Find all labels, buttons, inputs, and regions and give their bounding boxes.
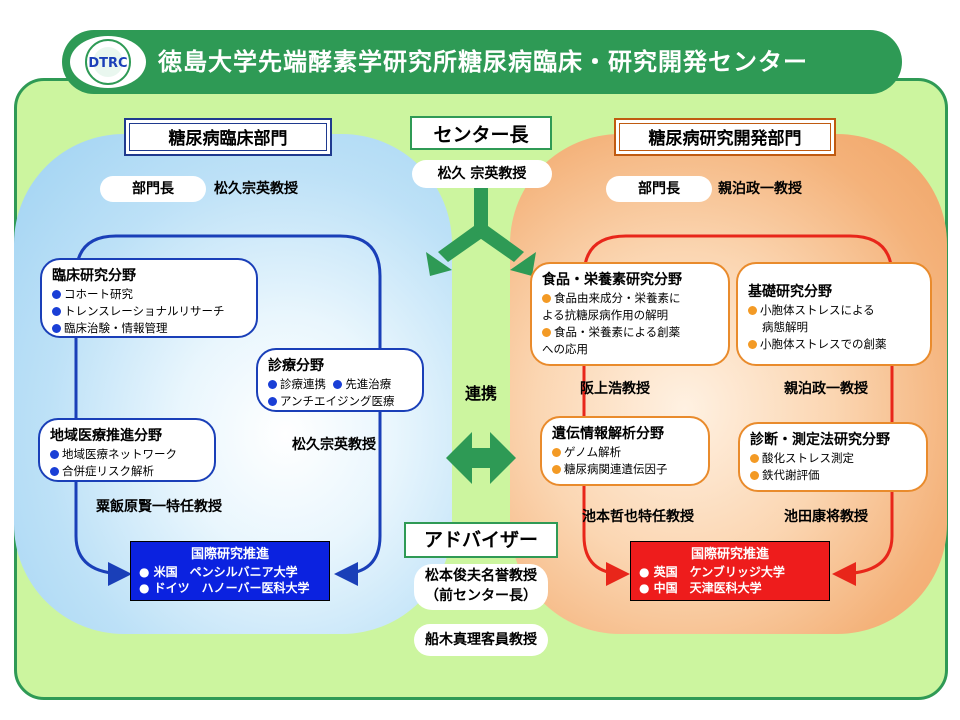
advisor-funaki: 船木真理客員教授 [414, 624, 548, 656]
basic-research-section: 基礎研究分野 小胞体ストレスによる 病態解明 小胞体ストレスでの創薬 [736, 262, 932, 366]
research-flow-right [626, 234, 894, 586]
advisor-title: アドバイザー [404, 522, 558, 558]
list-item: 小胞体ストレスでの創薬 [748, 336, 920, 353]
bullet-icon [333, 380, 343, 389]
clinical-department-title: 糖尿病臨床部門 [124, 118, 332, 156]
intl-title: 国際研究推進 [690, 547, 769, 562]
bullet-icon [750, 454, 759, 463]
bullet-icon [552, 465, 561, 474]
bullet-icon [542, 294, 551, 303]
section-title: 基礎研究分野 [748, 284, 832, 300]
list-item: 食品由来成分・栄養素に [542, 290, 718, 307]
clinical-head-label: 部門長 [100, 176, 206, 202]
section-title: 診療分野 [268, 358, 324, 374]
list-item: ● 米国 ペンシルバニア大学 [139, 565, 298, 579]
section-title: 臨床研究分野 [52, 268, 136, 284]
list-item: ゲノム解析 [552, 444, 698, 461]
list-item: アンチエイジング医療 [268, 393, 412, 410]
clinical-care-professor: 松久宗英教授 [292, 437, 376, 453]
center-arrow [426, 186, 536, 276]
food-nutrition-section: 食品・栄養素研究分野 食品由来成分・栄養素に よる抗糖尿病作用の解明 食品・栄養… [530, 262, 730, 366]
section-title: 食品・栄養素研究分野 [542, 272, 682, 288]
research-flow-loop [582, 234, 630, 586]
list-item: 小胞体ストレスによる [748, 302, 920, 319]
bullet-icon [268, 380, 277, 389]
dtrc-logo: DTRC [70, 36, 146, 88]
clinical-head-name: 松久宗英教授 [214, 181, 298, 197]
research-international-box: 国際研究推進 ● 英国 ケンブリッジ大学 ● 中国 天津医科大学 [630, 541, 830, 601]
research-head-label: 部門長 [606, 176, 712, 202]
clinical-care-section: 診療分野 診療連携 先進治療 アンチエイジング医療 [256, 348, 424, 412]
list-item: 診療連携 先進治療 [268, 376, 412, 393]
basic-research-professor: 親泊政一教授 [784, 381, 868, 397]
list-item: 臨床治験・情報管理 [52, 320, 246, 337]
genetics-professor: 池本哲也特任教授 [582, 509, 694, 525]
bullet-icon [552, 448, 561, 457]
bullet-icon [50, 467, 59, 476]
bullet-icon [542, 328, 551, 337]
bullet-icon [52, 307, 61, 316]
cooperation-arrow [446, 432, 516, 484]
bullet-icon [268, 397, 277, 406]
director-title: センター長 [410, 116, 552, 150]
title-banner [62, 30, 902, 94]
list-item: 合併症リスク解析 [50, 463, 204, 480]
list-item: 病態解明 [762, 320, 808, 334]
bullet-icon [50, 450, 59, 459]
section-title: 地域医療推進分野 [50, 428, 162, 444]
bullet-icon [52, 324, 61, 333]
genetics-section: 遺伝情報解析分野 ゲノム解析 糖尿病関連遺伝因子 [540, 416, 710, 486]
director-name: 松久 宗英教授 [412, 160, 552, 188]
section-title: 診断・測定法研究分野 [750, 432, 890, 448]
list-item: 食品・栄養素による創薬 [542, 324, 718, 341]
list-item: トレンスレーショナルリサーチ [52, 303, 246, 320]
clinical-international-box: 国際研究推進 ● 米国 ペンシルバニア大学 ● ドイツ ハノーバー医科大学 [130, 541, 330, 601]
list-item: への応用 [542, 342, 588, 356]
list-item: ● ドイツ ハノーバー医科大学 [139, 581, 310, 595]
list-item: 酸化ストレス測定 [750, 450, 916, 467]
clinical-flow-loop [116, 234, 382, 586]
list-item: よる抗糖尿病作用の解明 [542, 308, 669, 322]
list-item: 地域医療ネットワーク [50, 446, 204, 463]
research-department-title: 糖尿病研究開発部門 [614, 118, 836, 156]
regional-medicine-section: 地域医療推進分野 地域医療ネットワーク 合併症リスク解析 [38, 418, 216, 482]
logo-text: DTRC [88, 56, 127, 71]
bullet-icon [52, 290, 61, 299]
intl-title: 国際研究推進 [190, 547, 269, 562]
regional-medicine-professor: 粟飯原賢一特任教授 [96, 499, 222, 515]
clinical-flow-left [74, 234, 132, 586]
clinical-research-section: 臨床研究分野 コホート研究 トレンスレーショナルリサーチ 臨床治験・情報管理 [40, 258, 258, 338]
list-item: ● 中国 天津医科大学 [639, 581, 762, 595]
cooperation-label: 連携 [464, 384, 497, 403]
bullet-icon [748, 306, 757, 315]
advisor-note: （前センター長） [425, 588, 537, 604]
list-item: 鉄代謝評価 [750, 467, 916, 484]
food-nutrition-professor: 阪上浩教授 [580, 381, 650, 397]
diagnostics-professor: 池田康将教授 [784, 509, 868, 525]
bullet-icon [748, 340, 757, 349]
list-item: ● 英国 ケンブリッジ大学 [639, 565, 785, 579]
advisor-name: 松本俊夫名誉教授 [425, 568, 537, 584]
diagnostics-section: 診断・測定法研究分野 酸化ストレス測定 鉄代謝評価 [738, 422, 928, 492]
section-title: 遺伝情報解析分野 [552, 426, 664, 442]
list-item: コホート研究 [52, 286, 246, 303]
list-item: 糖尿病関連遺伝因子 [552, 461, 698, 478]
research-head-name: 親泊政一教授 [718, 181, 802, 197]
bullet-icon [750, 471, 759, 480]
banner-title: 徳島大学先端酵素学研究所糖尿病臨床・研究開発センター [158, 48, 808, 76]
advisor-matsumoto: 松本俊夫名誉教授 （前センター長） [414, 564, 548, 610]
